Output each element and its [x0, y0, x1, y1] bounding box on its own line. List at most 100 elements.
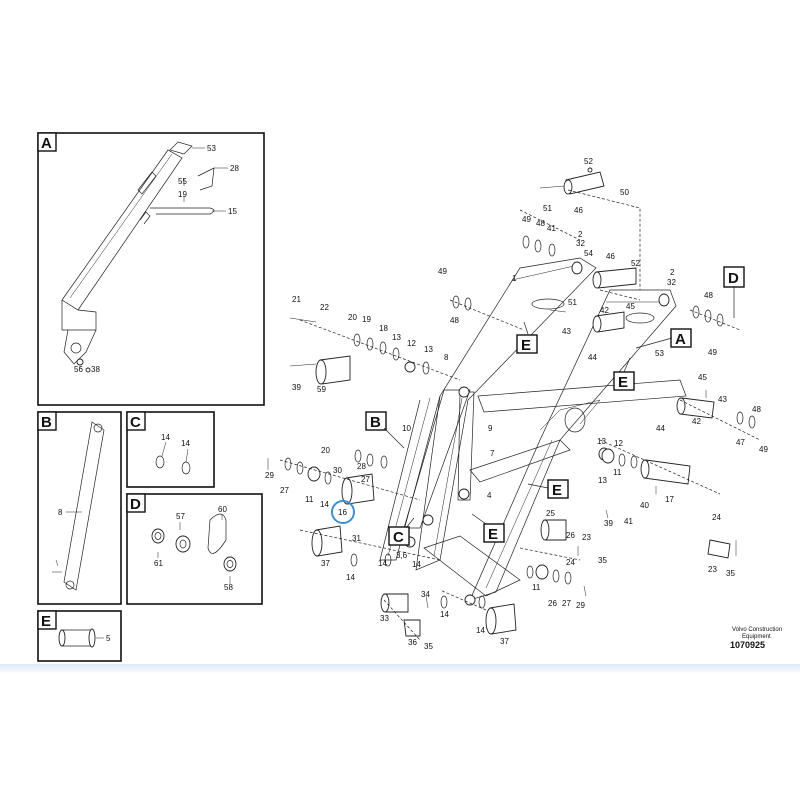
- part-label: 56: [74, 365, 83, 374]
- detail-panel-e: E 5: [37, 610, 122, 662]
- part-label: 44: [656, 424, 665, 433]
- part-label: 10: [402, 424, 411, 433]
- part-label: 8: [444, 353, 449, 362]
- part-label: 19: [178, 190, 187, 199]
- part-label: 13: [392, 333, 401, 342]
- callout-b: B: [370, 414, 381, 431]
- part-label: 51: [543, 204, 552, 213]
- part-label: 16: [338, 508, 347, 517]
- part-label: 38: [91, 365, 100, 374]
- part-label: 59: [317, 385, 326, 394]
- part-label: 27: [562, 599, 571, 608]
- part-label: 49: [522, 215, 531, 224]
- footer-band: [0, 664, 800, 800]
- part-label: 39: [604, 519, 613, 528]
- part-label: 11: [305, 495, 314, 504]
- part-label: 39: [292, 383, 301, 392]
- part-label: 1: [512, 274, 517, 283]
- part-label: 49: [438, 267, 447, 276]
- part-label: 5: [106, 634, 111, 643]
- part-label: 15: [228, 207, 237, 216]
- detail-panel-a: A 53 28 55 19 15 56 38: [37, 132, 265, 406]
- part-label: 26: [548, 599, 557, 608]
- part-label: 43: [562, 327, 571, 336]
- part-label: 42: [692, 417, 701, 426]
- part-label: 30: [333, 466, 342, 475]
- part-label: 7: [490, 449, 495, 458]
- part-label: 11: [613, 468, 622, 477]
- part-label: 19: [362, 315, 371, 324]
- part-label: 40: [640, 501, 649, 510]
- part-label: 9: [488, 424, 493, 433]
- part-label: 14: [440, 610, 449, 619]
- part-label: 35: [726, 569, 735, 578]
- callout-a: A: [675, 331, 686, 348]
- part-label: 46: [606, 252, 615, 261]
- panel-letter: B: [41, 414, 52, 431]
- part-label: 35: [424, 642, 433, 651]
- part-label: 43: [718, 395, 727, 404]
- panel-letter: A: [41, 135, 52, 152]
- part-label: 28: [230, 164, 239, 173]
- part-label: 14: [412, 560, 421, 569]
- part-label: 23: [582, 533, 591, 542]
- part-label: 32: [576, 239, 585, 248]
- part-label: 31: [352, 534, 361, 543]
- part-label: 48: [450, 316, 459, 325]
- callout-e: E: [618, 374, 628, 391]
- part-label: 2: [670, 268, 675, 277]
- callout-e: E: [552, 482, 562, 499]
- detail-panel-c: C 14 14: [126, 411, 215, 488]
- part-label: 37: [500, 637, 509, 646]
- part-label: 54: [584, 249, 593, 258]
- part-label: 13: [424, 345, 433, 354]
- part-label: 12: [407, 339, 416, 348]
- highlight-circle: [331, 500, 355, 524]
- part-label: 49: [708, 348, 717, 357]
- part-label: 14: [320, 500, 329, 509]
- part-label: 8: [58, 508, 63, 517]
- part-label: 48: [536, 219, 545, 228]
- part-label: 17: [665, 495, 674, 504]
- part-label: 29: [265, 471, 274, 480]
- part-label: 11: [532, 583, 541, 592]
- part-label: 14: [346, 573, 355, 582]
- callout-d: D: [728, 270, 739, 287]
- part-label: 45: [626, 302, 635, 311]
- part-label: 55: [178, 177, 187, 186]
- part-label: 2: [578, 230, 583, 239]
- part-label: 44: [588, 353, 597, 362]
- part-label: 36: [408, 638, 417, 647]
- part-label: 27: [280, 486, 289, 495]
- part-label: 50: [620, 188, 629, 197]
- part-label: 41: [547, 224, 556, 233]
- part-label: 42: [600, 306, 609, 315]
- part-label: 48: [752, 405, 761, 414]
- detail-panel-d: D 60 57 61 58: [126, 493, 263, 605]
- part-label: 24: [712, 513, 721, 522]
- part-label: 13: [597, 437, 606, 446]
- part-label: 25: [546, 509, 555, 518]
- detail-panel-b: B 8: [37, 411, 122, 605]
- part-label: 13: [598, 476, 607, 485]
- part-label: 21: [292, 295, 301, 304]
- part-label: 53: [655, 349, 664, 358]
- part-label: 23: [708, 565, 717, 574]
- part-label: 41: [624, 517, 633, 526]
- part-label: 20: [321, 446, 330, 455]
- callout-boxes: B C D A E E E E: [365, 266, 745, 546]
- part-label: 60: [218, 505, 227, 514]
- part-label: 49: [759, 445, 768, 454]
- part-label: 26: [566, 531, 575, 540]
- part-label: 57: [176, 512, 185, 521]
- part-label: 48: [704, 291, 713, 300]
- watermark-line1: Volvo Construction: [732, 627, 782, 633]
- part-label: 33: [380, 614, 389, 623]
- part-label: 61: [154, 559, 163, 568]
- part-label: 53: [207, 144, 216, 153]
- part-label: 14: [161, 433, 170, 442]
- part-label: 18: [379, 324, 388, 333]
- part-labels: 52 51 46 50 49 48 41 2 32 54 46 52 1 2 3…: [265, 157, 768, 651]
- part-label: 46: [574, 206, 583, 215]
